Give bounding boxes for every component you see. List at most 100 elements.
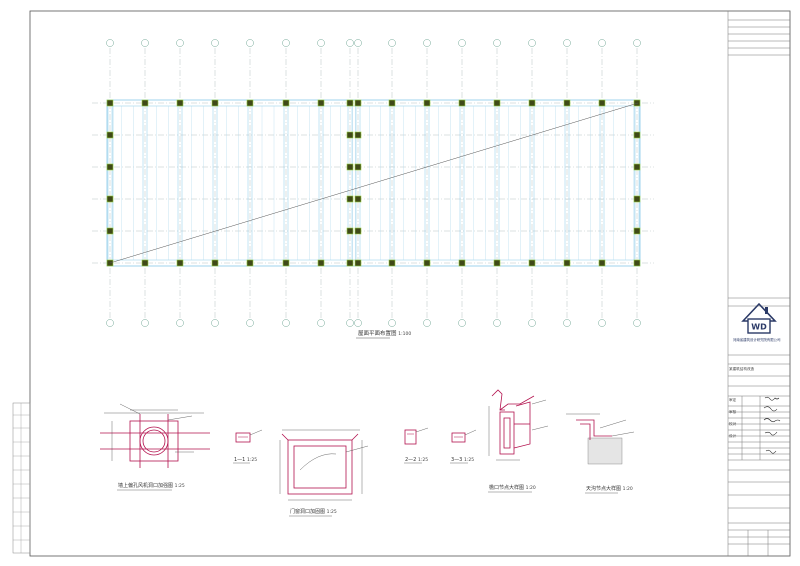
axis-bubble-top — [282, 39, 290, 47]
plan-column — [346, 195, 354, 203]
plan-column — [141, 259, 149, 267]
title-block-project: 某建筑结构改造 — [729, 367, 755, 371]
plan-column — [354, 227, 362, 235]
title-block-company: 河南省建筑设计研究院有限公司 — [733, 338, 781, 342]
plan-column — [633, 99, 641, 107]
plan-title-text: 屋面平面布置图 — [358, 331, 397, 337]
plan-column — [246, 99, 254, 107]
axis-bubble-bottom — [633, 319, 641, 327]
axis-bubble-top — [423, 39, 431, 47]
title-block — [727, 10, 791, 557]
plan-column — [388, 259, 396, 267]
axis-bubble-bottom — [106, 319, 114, 327]
plan-title: 屋面平面布置图 1:100 — [358, 331, 411, 338]
plan-column — [346, 227, 354, 235]
detail-eaves-node — [491, 389, 535, 455]
axis-bubble-top — [528, 39, 536, 47]
detail-section-3 — [450, 429, 477, 464]
plan-column — [354, 99, 362, 107]
plan-column — [354, 195, 362, 203]
plan-column — [317, 259, 325, 267]
plan-column — [176, 99, 184, 107]
plan-scale: 1:100 — [398, 332, 412, 337]
plan-diagonal-brace — [109, 102, 639, 264]
svg-text:WD: WD — [751, 323, 767, 332]
company-logo-icon: WD — [741, 302, 777, 334]
plan-column — [633, 131, 641, 139]
plan-column — [246, 259, 254, 267]
detail-caption-wall-opening: 墙上偏孔风机洞口加强图 1:25 — [118, 483, 185, 489]
plan-column — [633, 259, 641, 267]
plan-column — [106, 99, 114, 107]
plan-column — [106, 163, 114, 171]
detail-caption-section-2: 2—2 1:25 — [405, 457, 429, 463]
plan-column — [106, 131, 114, 139]
plan-column — [354, 259, 362, 267]
plan-column — [633, 227, 641, 235]
plan-column — [346, 259, 354, 267]
axis-bubble-top — [388, 39, 396, 47]
left-strip-rows — [13, 403, 30, 553]
signature-marks — [763, 396, 781, 454]
plan-column — [106, 227, 114, 235]
plan-column — [563, 259, 571, 267]
plan-column — [493, 259, 501, 267]
plan-column — [598, 259, 606, 267]
plan-column — [346, 163, 354, 171]
plan-axis-bubbles — [106, 39, 641, 327]
axis-bubble-bottom — [458, 319, 466, 327]
title-block-sign-1: 审定 — [729, 398, 737, 402]
axis-bubble-top — [346, 39, 354, 47]
axis-bubble-bottom — [388, 319, 396, 327]
axis-bubble-top — [493, 39, 501, 47]
detail-wall-opening — [100, 403, 210, 468]
plan-column — [282, 99, 290, 107]
axis-bubble-top — [176, 39, 184, 47]
title-block-sign-2: 审核 — [729, 410, 737, 414]
axis-bubble-bottom — [598, 319, 606, 327]
plan-column — [141, 99, 149, 107]
plan-grid-lines — [92, 48, 654, 318]
left-binding-strip — [12, 402, 31, 554]
plan-column — [346, 99, 354, 107]
plan-column — [423, 259, 431, 267]
plan-column — [423, 99, 431, 107]
axis-bubble-top — [633, 39, 641, 47]
plan-column — [346, 131, 354, 139]
axis-bubble-top — [106, 39, 114, 47]
axis-bubble-bottom — [528, 319, 536, 327]
axis-bubble-top — [317, 39, 325, 47]
plan-column — [211, 259, 219, 267]
axis-bubble-bottom — [317, 319, 325, 327]
plan-column — [458, 259, 466, 267]
plan-column — [317, 99, 325, 107]
detail-caption-section-1: 1—1 1:25 — [234, 457, 258, 463]
detail-eaves-node-dims — [488, 399, 549, 461]
axis-bubble-bottom — [211, 319, 219, 327]
detail-caption-eaves-node: 檐口节点大样图 1:20 — [489, 485, 536, 491]
axis-bubble-bottom — [493, 319, 501, 327]
detail-caption-gutter-node: 天沟节点大样图 1:20 — [586, 486, 633, 492]
axis-bubble-top — [598, 39, 606, 47]
plan-column — [388, 99, 396, 107]
axis-bubble-top — [563, 39, 571, 47]
detail-section-2 — [404, 427, 429, 464]
axis-bubble-bottom — [282, 319, 290, 327]
axis-bubble-top — [246, 39, 254, 47]
plan-column — [211, 99, 219, 107]
axis-bubble-top — [458, 39, 466, 47]
axis-bubble-bottom — [346, 319, 354, 327]
detail-door-opening-dims — [279, 429, 369, 501]
plan-beams — [106, 99, 641, 267]
detail-caption-door-opening: 门窗洞口加固图 1:25 — [290, 509, 337, 515]
axis-bubble-bottom — [246, 319, 254, 327]
plan-column — [282, 259, 290, 267]
plan-column — [633, 163, 641, 171]
plan-inner-beam — [112, 105, 635, 261]
plan-column — [354, 163, 362, 171]
detail-gutter-node — [566, 413, 635, 465]
axis-bubble-bottom — [176, 319, 184, 327]
title-block-sign-4: 设计 — [729, 434, 737, 438]
